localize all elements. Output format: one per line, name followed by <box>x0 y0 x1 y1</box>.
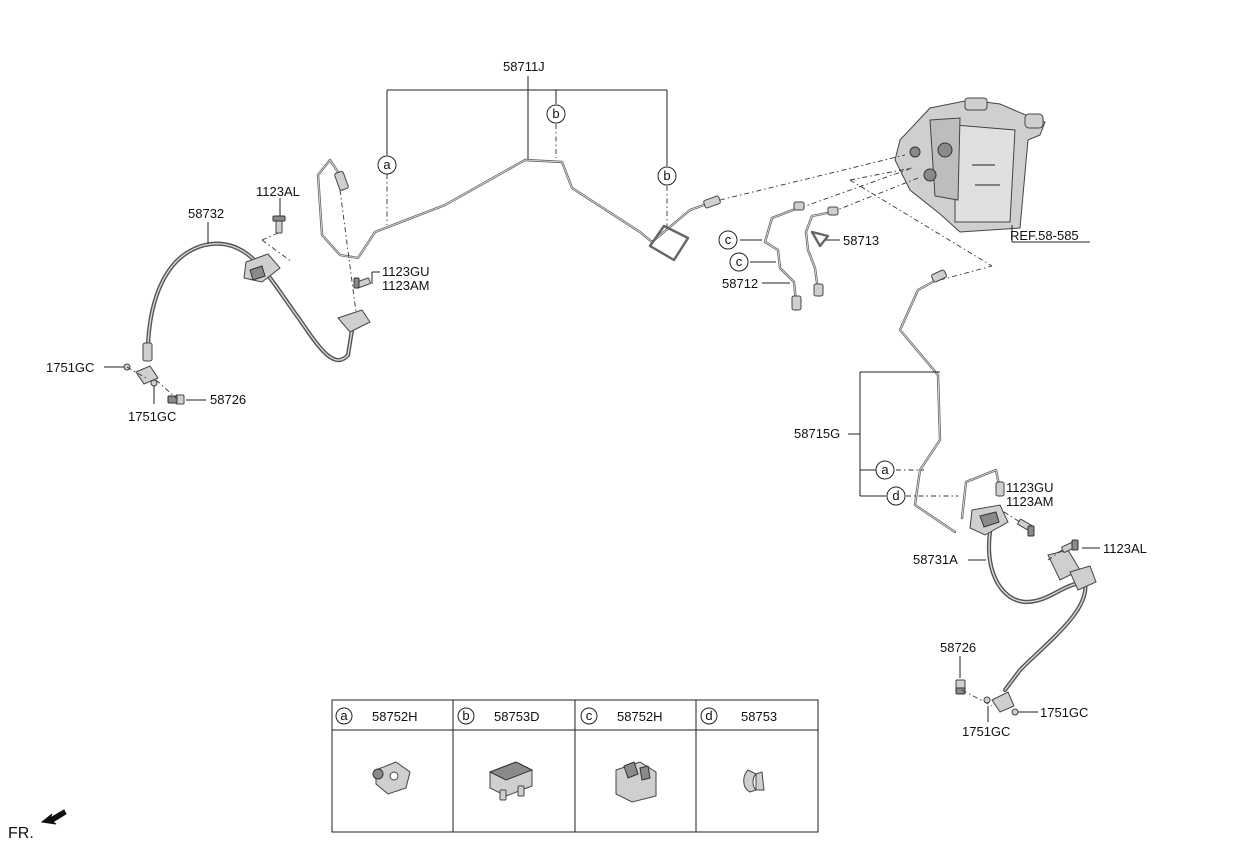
front-direction-indicator: FR. <box>8 809 67 842</box>
brake-pipe-58711J <box>316 158 721 262</box>
bolt-1123AL-right <box>1047 539 1079 561</box>
label-ref-58-585: REF.58-585 <box>1010 228 1079 243</box>
label-1751GC-left-b: 1751GC <box>128 409 176 424</box>
svg-text:c: c <box>586 708 593 723</box>
label-1123AL-right: 1123AL <box>1103 541 1147 556</box>
legend-cell-a: a 58752H <box>335 707 418 795</box>
svg-text:c: c <box>736 254 743 269</box>
clip-d-icon <box>743 769 765 793</box>
label-58726-left: 58726 <box>210 392 246 407</box>
svg-text:a: a <box>340 708 348 723</box>
callout-c-lower: c <box>729 252 749 272</box>
label-leaders <box>104 198 1100 722</box>
legend-part-58752H-a: 58752H <box>372 709 418 724</box>
legend-cell-b: b 58753D <box>457 707 540 801</box>
callout-b-top: b <box>546 104 566 124</box>
label-1123AM-left: 1123AM <box>382 278 429 293</box>
part-labels: 58711J 58732 1123AL 1123GU 1123AM 1751GC… <box>46 59 1147 739</box>
label-58726-right: 58726 <box>940 640 976 655</box>
legend-part-58753D: 58753D <box>494 709 540 724</box>
leader-58711J <box>386 76 668 228</box>
clip-c-icon <box>615 761 657 803</box>
svg-text:a: a <box>881 462 889 477</box>
callout-d-right: d <box>886 486 906 506</box>
label-1751GC-left-a: 1751GC <box>46 360 94 375</box>
arrow-icon <box>40 809 67 825</box>
hecu-module <box>894 97 1090 243</box>
brake-pipe-58713 <box>804 206 839 297</box>
svg-text:c: c <box>725 232 732 247</box>
callout-b-right: b <box>657 166 677 186</box>
brake-hose-58731A <box>969 504 1097 713</box>
label-58715G: 58715G <box>794 426 840 441</box>
leader-58715G <box>848 371 958 497</box>
module-connections <box>719 154 993 281</box>
label-58711J: 58711J <box>503 59 545 74</box>
label-1751GC-right-b: 1751GC <box>962 724 1010 739</box>
label-1123GU-left: 1123GU <box>382 264 429 279</box>
clip-a-icon <box>372 761 411 795</box>
bolt-1123GU-left <box>339 189 371 313</box>
brake-pipe-58715G <box>898 269 1005 534</box>
legend-cell-d: d 58753 <box>700 707 777 793</box>
svg-text:b: b <box>462 708 469 723</box>
label-58731A: 58731A <box>913 552 958 567</box>
clip-b-icon <box>488 761 534 801</box>
legend-part-58752H-c: 58752H <box>617 709 663 724</box>
label-1123AL-left: 1123AL <box>256 184 300 199</box>
svg-text:b: b <box>663 168 670 183</box>
svg-text:d: d <box>705 708 712 723</box>
label-58712: 58712 <box>722 276 758 291</box>
bolt-1123GU-right <box>1003 511 1035 537</box>
label-1123GU-right: 1123GU <box>1006 480 1053 495</box>
label-1751GC-right-a: 1751GC <box>1040 705 1088 720</box>
brake-pipe-58712 <box>763 201 805 311</box>
callout-a-left: a <box>377 155 397 175</box>
label-58732: 58732 <box>188 206 224 221</box>
callout-a-right: a <box>875 460 895 480</box>
svg-text:b: b <box>552 106 559 121</box>
label-1123AM-right: 1123AM <box>1006 494 1053 509</box>
label-58713: 58713 <box>843 233 879 248</box>
brake-hose-58732 <box>135 241 371 385</box>
bolt-1123AL-left <box>261 215 293 263</box>
svg-text:a: a <box>383 157 391 172</box>
legend-part-58753: 58753 <box>741 709 777 724</box>
callout-c-upper: c <box>718 230 738 250</box>
legend-cell-c: c 58752H <box>580 707 663 803</box>
svg-text:d: d <box>892 488 899 503</box>
bolt-58726-left <box>155 379 185 405</box>
fr-label: FR. <box>8 825 34 842</box>
clip-legend-table: a 58752H b 58753D c 58752H <box>331 699 819 833</box>
